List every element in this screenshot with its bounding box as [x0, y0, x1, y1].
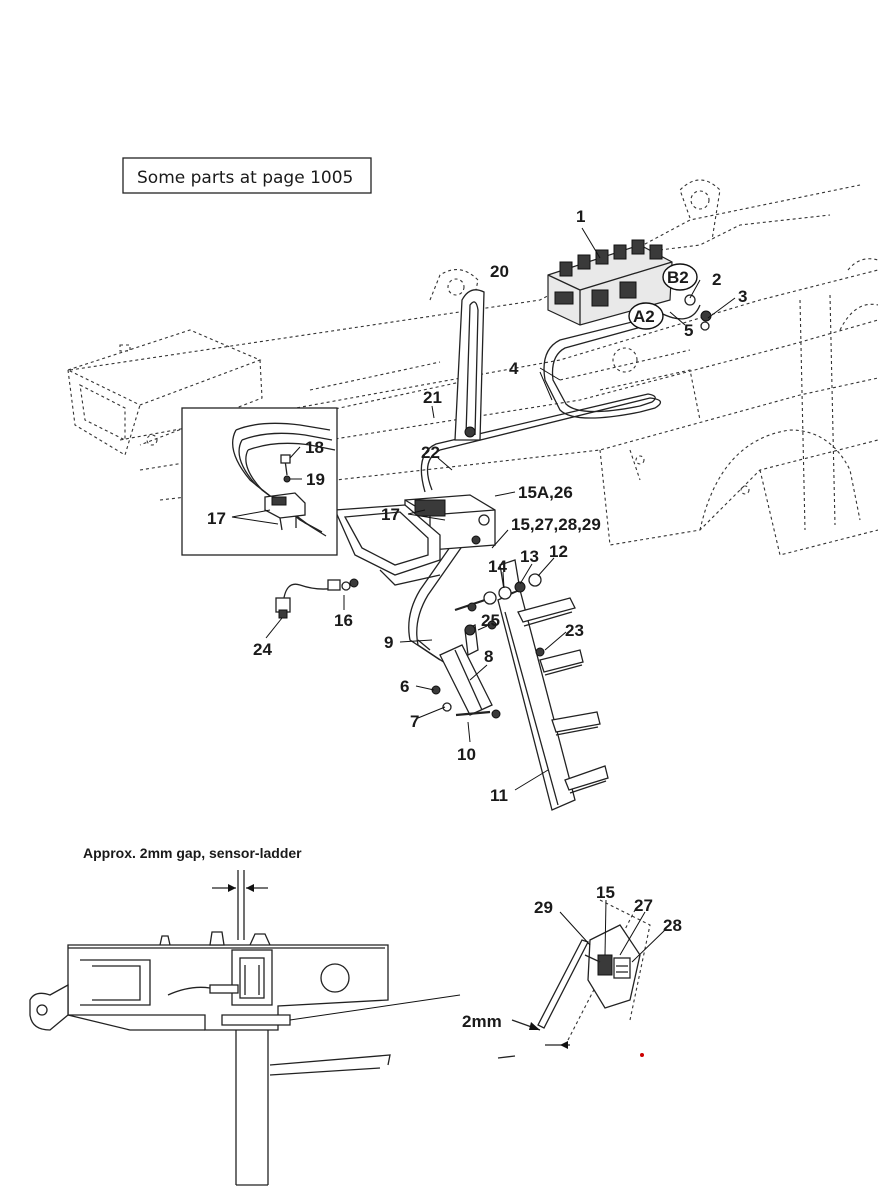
callout-10: 10 — [457, 745, 476, 764]
callout-16: 16 — [334, 611, 353, 630]
callout-6: 6 — [400, 677, 409, 696]
callout-17-main: 17 — [381, 505, 400, 524]
ladder — [497, 559, 609, 811]
detail-callout-29: 29 — [534, 898, 553, 917]
callout-9: 9 — [384, 633, 393, 652]
step-box — [334, 504, 441, 586]
callout-4: 4 — [509, 359, 519, 378]
callout-3: 3 — [738, 287, 747, 306]
callout-7: 7 — [410, 712, 419, 731]
note-box-text: Some parts at page 1005 — [137, 168, 353, 188]
callout-13: 13 — [520, 547, 539, 566]
callout-14: 14 — [488, 557, 507, 576]
battery-box — [66, 329, 263, 456]
callout-17-inset: 17 — [207, 509, 226, 528]
callout-2: 2 — [712, 270, 721, 289]
callout-1: 1 — [576, 207, 585, 226]
section-view — [29, 870, 461, 1186]
callout-11: 11 — [490, 786, 508, 805]
detail-callout-27: 27 — [634, 896, 653, 915]
callout-22: 22 — [421, 443, 440, 462]
callout-18: 18 — [305, 438, 324, 457]
handrail — [454, 289, 485, 441]
callout-19: 19 — [306, 470, 325, 489]
callout-23: 23 — [565, 621, 584, 640]
hydraulic-cylinder — [431, 573, 545, 719]
detail-caption: Approx. 2mm gap, sensor-ladder — [83, 845, 302, 861]
inset-detail — [181, 407, 338, 556]
detail-callout-15: 15 — [596, 883, 615, 902]
callout-12: 12 — [549, 542, 568, 561]
callout-b2: B2 — [667, 268, 689, 287]
callout-24: 24 — [253, 640, 272, 659]
callout-8: 8 — [484, 647, 493, 666]
gap-detail: 15 27 28 29 2mm — [462, 883, 682, 1059]
callout-15-27-28-29: 15,27,28,29 — [511, 515, 601, 534]
callout-21: 21 — [423, 388, 442, 407]
sensor-cable — [275, 578, 359, 619]
detail-gap-label: 2mm — [462, 1012, 502, 1031]
detail-callout-28: 28 — [663, 916, 682, 935]
callout-labels: 1 2 3 4 5 A2 B2 20 21 22 15A,26 15,27,28… — [207, 207, 747, 805]
callout-5: 5 — [684, 321, 693, 340]
leader-lines — [231, 227, 736, 791]
note-box: Some parts at page 1005 — [122, 157, 372, 194]
callout-25: 25 — [481, 611, 500, 630]
callout-15a-26: 15A,26 — [518, 483, 573, 502]
callout-20: 20 — [490, 262, 509, 281]
callout-a2: A2 — [633, 307, 655, 326]
